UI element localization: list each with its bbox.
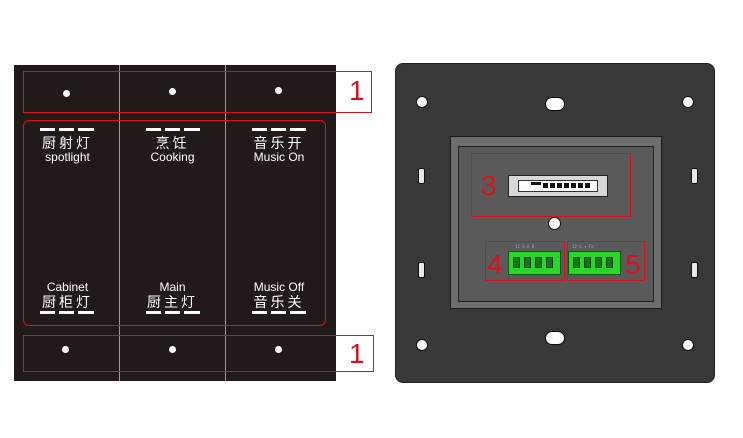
indicator-tick (290, 311, 306, 314)
indicator-tick (78, 311, 94, 314)
button-label-en: Cooking (150, 150, 195, 164)
mounting-hole (682, 339, 694, 351)
callout-number-3: 3 (481, 170, 497, 201)
button-label-cn: 厨柜灯 (42, 295, 93, 311)
indicator-tick (271, 311, 286, 314)
terminal-pin (524, 257, 531, 268)
indicator-tick (165, 311, 180, 314)
terminal-label-right: 12 G + Fe (572, 244, 594, 249)
indicator-tick (252, 128, 267, 131)
button-label-cn: 音乐关 (253, 295, 305, 311)
mounting-oval (545, 331, 565, 345)
indicator-tick (40, 311, 55, 314)
button-label-en: Main (159, 280, 186, 294)
indicator-tick (290, 128, 306, 131)
indicator-tick (146, 311, 161, 314)
callout-box-dip (471, 153, 631, 217)
terminal-pin (584, 257, 591, 268)
button-label-en: Music Off (253, 280, 305, 294)
indicator-tick (78, 128, 94, 131)
callout-number-top: 1 (349, 75, 365, 106)
terminal-pin (573, 257, 580, 268)
side-slot (691, 262, 698, 278)
dip-key (578, 183, 583, 188)
indicator-tick (252, 311, 267, 314)
button-label-en: Music On (253, 150, 305, 164)
indicator-tick (59, 311, 74, 314)
indicator-tick (146, 128, 161, 131)
side-slot (691, 168, 698, 184)
dip-key-marker (531, 182, 541, 185)
indicator-tick (184, 128, 200, 131)
callout-box-terminal-right (567, 241, 645, 281)
dip-key (571, 183, 576, 188)
button-label-en: Cabinet (46, 280, 89, 294)
indicator-dot (62, 346, 69, 353)
button-label-en: spotlight (45, 150, 90, 164)
dip-key (585, 183, 590, 188)
terminal-pin (546, 257, 553, 268)
column-divider-1 (119, 65, 120, 381)
terminal-pin (606, 257, 613, 268)
indicator-dot (169, 346, 176, 353)
indicator-tick (271, 128, 286, 131)
mounting-oval (545, 97, 565, 111)
button-label-cn: 厨主灯 (147, 295, 198, 311)
dip-key (557, 183, 562, 188)
indicator-dot (275, 87, 282, 94)
indicator-dot (63, 90, 70, 97)
button-label-cn: 音乐开 (253, 136, 305, 152)
front-panel (14, 65, 336, 381)
callout-box-top-strip (23, 71, 372, 113)
terminal-pin (595, 257, 602, 268)
terminal-pin (513, 257, 520, 268)
center-hole (548, 217, 561, 230)
dip-key (543, 183, 548, 188)
mounting-hole (416, 96, 428, 108)
mounting-hole (416, 339, 428, 351)
side-slot (418, 168, 425, 184)
button-label-cn: 厨射灯 (42, 136, 93, 152)
terminal-pin (535, 257, 542, 268)
indicator-tick (59, 128, 74, 131)
dip-key (564, 183, 569, 188)
callout-box-buttons (23, 120, 326, 326)
callout-box-bottom-strip (23, 335, 374, 372)
indicator-dot (275, 346, 282, 353)
column-divider-2 (225, 65, 226, 381)
button-label-cn: 烹饪 (155, 136, 190, 152)
indicator-tick (40, 128, 55, 131)
indicator-dot (169, 88, 176, 95)
callout-box-terminal-left (485, 241, 565, 281)
indicator-tick (165, 128, 180, 131)
dip-key (550, 183, 555, 188)
callout-number-4: 4 (487, 249, 503, 280)
side-slot (418, 262, 425, 278)
callout-number-5: 5 (625, 249, 641, 280)
mounting-hole (682, 96, 694, 108)
terminal-label-left: 12 G A B (515, 244, 535, 249)
callout-number-bottom: 1 (349, 338, 365, 369)
indicator-tick (184, 311, 200, 314)
